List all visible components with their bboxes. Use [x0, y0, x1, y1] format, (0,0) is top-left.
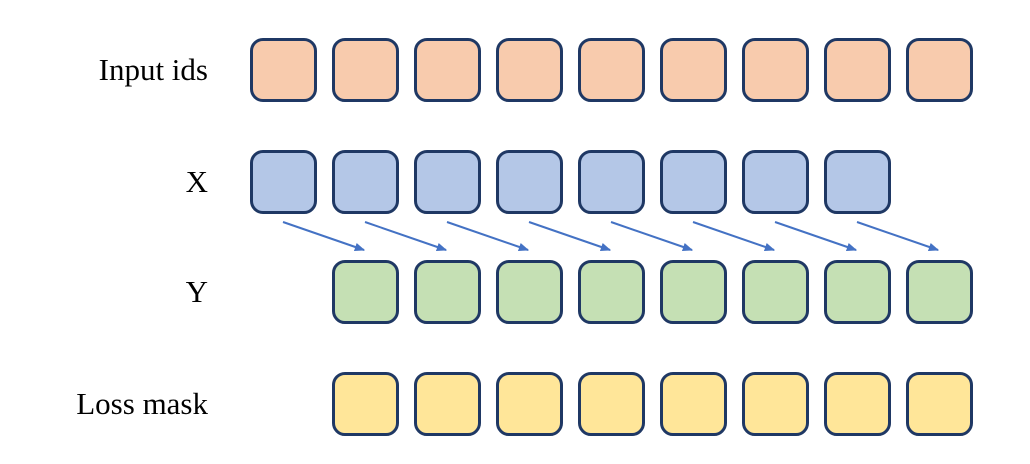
cell-input_ids-6: [660, 38, 727, 102]
shift-arrow-1: [282, 221, 366, 251]
shift-arrow-4: [528, 221, 612, 251]
cell-loss_mask-7: [824, 372, 891, 436]
cell-loss_mask-3: [496, 372, 563, 436]
cell-y-6: [742, 260, 809, 324]
cell-input_ids-8: [824, 38, 891, 102]
shift-arrow-2: [364, 221, 448, 251]
cell-x-1: [250, 150, 317, 214]
shift-arrow-6: [692, 221, 776, 251]
shift-arrow-8: [856, 221, 940, 251]
cell-loss_mask-2: [414, 372, 481, 436]
cell-loss_mask-1: [332, 372, 399, 436]
cell-input_ids-7: [742, 38, 809, 102]
shift-arrow-7: [774, 221, 858, 251]
cell-y-4: [578, 260, 645, 324]
cell-y-1: [332, 260, 399, 324]
cell-loss_mask-5: [660, 372, 727, 436]
cell-x-6: [660, 150, 727, 214]
cell-input_ids-4: [496, 38, 563, 102]
cell-x-8: [824, 150, 891, 214]
cell-y-8: [906, 260, 973, 324]
cell-y-2: [414, 260, 481, 324]
cell-x-2: [332, 150, 399, 214]
row-label-y: Y: [185, 274, 208, 309]
row-label-x: X: [185, 164, 208, 199]
cell-y-3: [496, 260, 563, 324]
cell-x-5: [578, 150, 645, 214]
cell-input_ids-2: [332, 38, 399, 102]
cell-input_ids-1: [250, 38, 317, 102]
cell-loss_mask-6: [742, 372, 809, 436]
shift-arrow-3: [446, 221, 530, 251]
cell-loss_mask-4: [578, 372, 645, 436]
cell-y-7: [824, 260, 891, 324]
cell-input_ids-9: [906, 38, 973, 102]
cell-input_ids-5: [578, 38, 645, 102]
cell-loss_mask-8: [906, 372, 973, 436]
shift-arrow-5: [610, 221, 694, 251]
cell-input_ids-3: [414, 38, 481, 102]
row-label-loss-mask: Loss mask: [76, 386, 208, 421]
cell-x-3: [414, 150, 481, 214]
cell-y-5: [660, 260, 727, 324]
cell-x-7: [742, 150, 809, 214]
cell-x-4: [496, 150, 563, 214]
row-label-input-ids: Input ids: [98, 52, 208, 87]
